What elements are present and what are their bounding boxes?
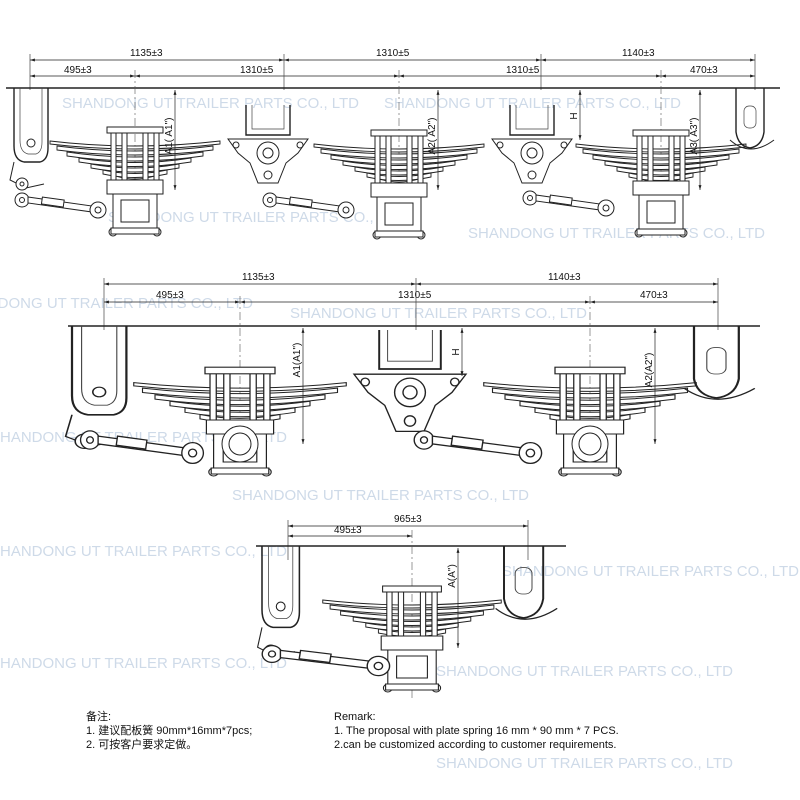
notes-en-line-1: 1. The proposal with plate spring 16 mm … — [334, 725, 619, 737]
watermark: SHANDONG UT TRAILER PARTS CO., LTD — [290, 305, 587, 322]
dim-label: 1135±3 — [242, 272, 275, 283]
dim-label: 470±3 — [690, 65, 718, 76]
dim-label: 1140±3 — [548, 272, 581, 283]
watermark: SHANDONG UT TRAILER PARTS CO., LTD — [108, 209, 405, 226]
dim-label: 1310±5 — [240, 65, 274, 76]
dim-label: 495±3 — [64, 65, 92, 76]
watermark: SHANDONG UT TRAILER PARTS CO., LTD — [0, 543, 287, 560]
height-label: H — [569, 112, 580, 119]
single-axle-diagram: 965±3 495±3 A(A") — [256, 514, 566, 700]
dim-label: 470±3 — [640, 290, 668, 301]
height-label: A2(A2") — [644, 353, 655, 388]
notes-cn-line-2: 2. 可按客户要求定做。 — [86, 739, 198, 751]
dim-label: 1310±5 — [398, 290, 432, 301]
dim-label: 1310±5 — [506, 65, 540, 76]
height-label: A1(A1") — [292, 343, 303, 378]
notes-cn-title: 备注: — [86, 711, 112, 723]
watermark: SHANDONG UT TRAILER PARTS CO., LTD — [436, 755, 733, 772]
watermark: SHANDONG UT TRAILER PARTS CO., LTD — [384, 95, 681, 112]
dim-label: 495±3 — [334, 525, 362, 536]
height-label: A2( A2") — [427, 118, 438, 155]
notes-cn-line-1: 1. 建议配板簧 90mm*16mm*7pcs; — [86, 725, 253, 737]
notes-chinese: 备注: 1. 建议配板簧 90mm*16mm*7pcs; 2. 可按客户要求定做… — [86, 710, 252, 752]
watermarks: SHANDONG UT TRAILER PARTS CO., LTD SHAND… — [0, 95, 799, 772]
dim-label: 1135±3 — [130, 48, 163, 59]
watermark: SHANDONG UT TRAILER PARTS CO., LTD — [0, 295, 253, 312]
notes-en-line-2: 2.can be customized according to custome… — [334, 739, 617, 751]
dim-label: 1310±5 — [376, 48, 410, 59]
height-label: A(A") — [447, 564, 458, 588]
tandem-axle-diagram: 1135±3 1140±3 495±3 1310±5 470±3 A1(A1")… — [64, 272, 760, 477]
watermark: SHANDONG UT TRAILER PARTS CO., LTD — [0, 655, 287, 672]
watermark: SHANDONG UT TRAILER PARTS CO., LTD — [468, 225, 765, 242]
height-label: A1( A1") — [164, 118, 175, 155]
dim-label: 965±3 — [394, 514, 422, 525]
notes-en-title: Remark: — [334, 711, 376, 723]
watermark: SHANDONG UT TRAILER PARTS CO., LTD — [232, 487, 529, 504]
height-label: H — [451, 348, 462, 355]
watermark: SHANDONG UT TRAILER PARTS CO., LTD — [436, 663, 733, 680]
tri-axle-diagram: 1135±3 1310±5 1140±3 495±3 1310±5 1310±5… — [6, 48, 780, 240]
dim-label: 1140±3 — [622, 48, 655, 59]
dim-label: 495±3 — [156, 290, 184, 301]
notes-english: Remark: 1. The proposal with plate sprin… — [334, 710, 619, 752]
height-label: A3( A3") — [689, 118, 700, 155]
watermark: SHANDONG UT TRAILER PARTS CO., LTD — [62, 95, 359, 112]
watermark: SHANDONG UT TRAILER PARTS CO., LTD — [502, 563, 799, 580]
